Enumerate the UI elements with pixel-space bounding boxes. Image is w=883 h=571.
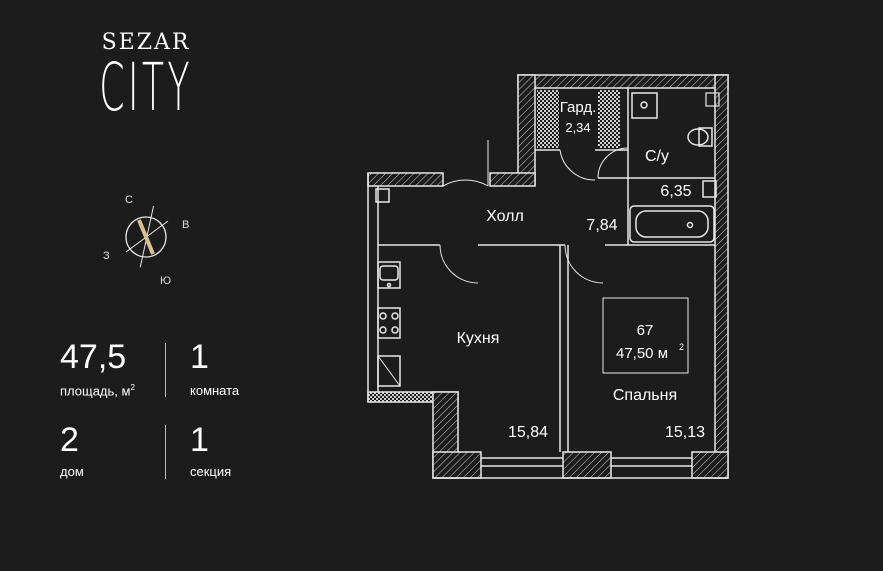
- apartment-area-sup: 2: [679, 342, 684, 352]
- bathroom-area: 6,35: [660, 183, 691, 200]
- compass-icon: [125, 205, 169, 268]
- bedroom-area: 15,13: [665, 424, 705, 441]
- brand-sezar: SEZAR: [101, 30, 191, 55]
- compass-south: Ю: [160, 275, 172, 287]
- kitchen-name: Кухня: [457, 330, 500, 347]
- divider: [165, 425, 166, 479]
- kitchen-area: 15,84: [508, 424, 548, 441]
- building-value: 2: [60, 421, 79, 459]
- rooms-label: комната: [190, 383, 240, 398]
- area-value: 47,5: [60, 338, 127, 376]
- bathroom-name: С/у: [645, 148, 669, 165]
- rooms-value: 1: [190, 338, 209, 376]
- apartment-number: 67: [637, 322, 654, 339]
- compass-west: З: [103, 250, 110, 262]
- section-value: 1: [190, 421, 209, 459]
- hall-name: Холл: [486, 208, 524, 225]
- bedroom-name: Спальня: [613, 387, 677, 404]
- section-label: секция: [190, 464, 232, 479]
- hall-area: 7,84: [586, 217, 617, 234]
- divider: [165, 343, 166, 397]
- brand-city: CITY: [99, 49, 193, 126]
- compass-north: С: [125, 194, 133, 206]
- compass-east: В: [182, 219, 190, 231]
- wardrobe-name: Гард.: [560, 99, 597, 116]
- building-label: дом: [60, 464, 84, 479]
- apartment-area: 47,50 м: [616, 345, 668, 362]
- area-label: площадь, м2: [60, 383, 135, 399]
- wardrobe-area: 2,34: [565, 120, 590, 135]
